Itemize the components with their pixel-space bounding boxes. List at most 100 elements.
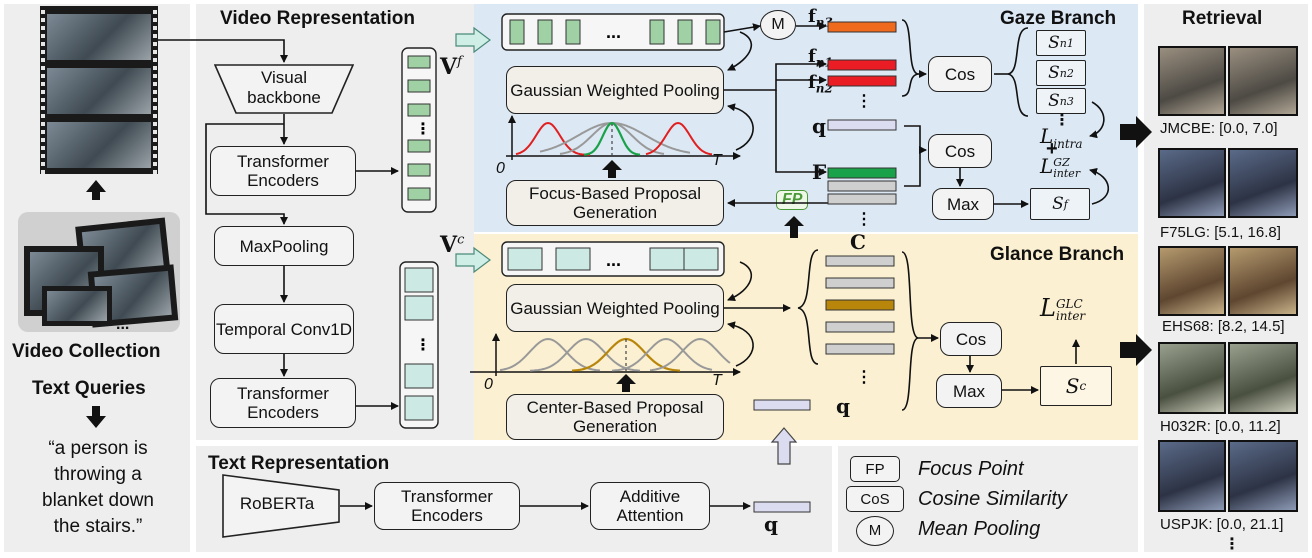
svg-text:⋮: ⋮ — [856, 369, 872, 386]
gaze-cos-box-2: Cos — [928, 134, 992, 168]
result-caption-1: JMCBE: [0.0, 7.0] — [1160, 120, 1278, 137]
svg-text:...: ... — [606, 250, 621, 270]
text-to-glance-arrow — [770, 427, 798, 465]
svg-text:...: ... — [606, 22, 621, 42]
temporal-conv-box: Temporal Conv1D — [214, 304, 354, 354]
collection-up-arrow — [86, 180, 106, 200]
video-representation-title: Video Representation — [220, 8, 415, 29]
retrieval-title: Retrieval — [1182, 8, 1263, 29]
result-thumb-1b — [1228, 46, 1298, 116]
query-line-3: blanket down — [42, 490, 154, 511]
glance-gaussian-pooling-box: Gaussian Weighted Pooling — [506, 284, 724, 332]
gaze-max-box: Max — [932, 188, 994, 220]
gaze-axis-0: 0 — [496, 160, 505, 177]
bar-F-1 — [827, 167, 897, 179]
gaze-seq-cell-1 — [509, 19, 525, 45]
query-down-arrow — [86, 406, 106, 428]
glance-seq-cell-3 — [649, 247, 685, 271]
film-stack-4 — [42, 286, 112, 326]
l-intra-label: Lintra — [1040, 124, 1083, 151]
C-label: C — [850, 230, 866, 254]
gaze-gaussian-pooling-box: Gaussian Weighted Pooling — [506, 66, 724, 114]
glance-axis-0: 0 — [484, 376, 493, 393]
retrieval-ellipsis: ⋮ — [1224, 536, 1240, 553]
svg-text:⋮: ⋮ — [415, 337, 431, 354]
vf-to-gaze-arrow — [455, 26, 491, 54]
glance-seq-cell-2 — [555, 247, 591, 271]
legend-m-label: Mean Pooling — [918, 518, 1041, 540]
film-strip-top — [40, 6, 158, 174]
gaze-branch-title: Gaze Branch — [1000, 8, 1117, 29]
query-line-4: the stairs.” — [53, 516, 143, 537]
vc-cell-4 — [404, 395, 434, 421]
legend-cos-label: Cosine Similarity — [918, 488, 1067, 510]
bar-fn2 — [827, 75, 897, 87]
vc-cell-3 — [404, 363, 434, 389]
vf-cell-4 — [407, 139, 431, 153]
result-caption-3: EHS68: [8.2, 14.5] — [1162, 318, 1285, 335]
bar-q-gaze — [827, 119, 897, 131]
vc-label: Vc — [440, 232, 465, 258]
result-caption-4: H032R: [0.0, 11.2] — [1160, 418, 1281, 435]
center-proposal-box: Center-Based Proposal Generation — [506, 394, 724, 440]
text-q-bar — [753, 501, 811, 513]
glance-curve-1 — [499, 337, 601, 372]
glance-q-label: q — [836, 394, 850, 418]
vc-to-glance-arrow — [455, 246, 491, 274]
glance-seq-cell-1 — [507, 247, 543, 271]
result-thumb-2a — [1158, 148, 1226, 218]
glance-curve-2 — [529, 337, 641, 372]
bar-fn1 — [827, 59, 897, 71]
text-representation-title: Text Representation — [208, 453, 390, 474]
fp-up-arrow — [784, 216, 804, 238]
result-thumb-4b — [1228, 342, 1298, 414]
transformer-encoders-box-1: Transformer Encoders — [210, 146, 356, 196]
bar-fn3 — [827, 21, 897, 33]
result-thumb-3a — [1158, 246, 1226, 316]
svg-text:⋮: ⋮ — [415, 121, 431, 138]
gaze-seq-cell-6 — [705, 19, 721, 45]
collection-ellipsis: ... — [116, 316, 130, 333]
bar-q-glance — [753, 399, 811, 411]
svg-text:⋮: ⋮ — [856, 211, 872, 228]
plus-sign: + — [1046, 138, 1058, 160]
additive-attention-box: Additive Attention — [590, 482, 710, 530]
vf-cell-5 — [407, 163, 431, 177]
legend-cos-key: CoS — [846, 486, 904, 512]
gaze-seq-cell-2 — [537, 19, 553, 45]
gaze-seq-cell-5 — [677, 19, 693, 45]
vc-cell-2 — [404, 295, 434, 321]
gaze-curve-red-1 — [515, 121, 590, 156]
vf-cell-1 — [407, 55, 431, 69]
visual-backbone-label: Visual backbone — [247, 68, 321, 107]
vf-cell-3 — [407, 103, 431, 117]
backbone-skip-arrow — [205, 123, 288, 225]
result-thumb-1a — [1158, 46, 1226, 116]
gaze-curve-red-2 — [645, 121, 713, 156]
legend-fp-key: FP — [850, 456, 900, 482]
result-thumb-3b — [1228, 246, 1298, 316]
result-thumb-4a — [1158, 342, 1226, 414]
vf-label: Vf — [440, 54, 462, 80]
query-line-2: throwing a — [54, 464, 142, 485]
result-caption-2: F75LG: [5.1, 16.8] — [1160, 224, 1281, 241]
roberta-box: RoBERTa — [222, 474, 340, 538]
bar-C-5 — [825, 343, 895, 355]
glance-curve-4 — [611, 337, 713, 372]
gaze-seq-cell-4 — [649, 19, 665, 45]
result-thumb-5a — [1158, 440, 1226, 512]
gaze-curve-green — [583, 121, 641, 156]
text-q-label: q — [764, 512, 778, 536]
glance-axis-T: T — [712, 372, 722, 389]
glance-branch-title: Glance Branch — [990, 244, 1125, 265]
bar-C-1 — [825, 255, 895, 267]
